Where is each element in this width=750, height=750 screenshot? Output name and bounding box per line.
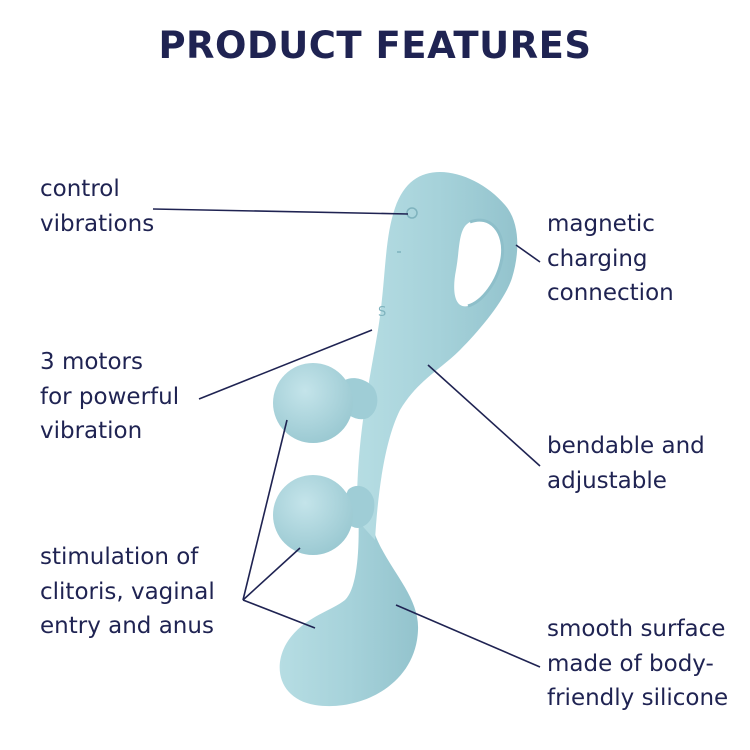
middle-stimulator-ball	[273, 475, 353, 555]
callout-line-bendable	[427, 364, 541, 467]
feature-line: made of body-	[547, 650, 714, 677]
product-shaft-lower	[279, 505, 419, 707]
feature-line: vibrations	[40, 210, 155, 237]
callout-line-motors	[198, 329, 373, 400]
feature-line: vibration	[40, 418, 143, 444]
feature-line: clitoris, vaginal	[40, 578, 215, 605]
feature-motors: 3 motors for powerful vibration	[40, 345, 179, 449]
feature-line: entry and anus	[40, 613, 214, 639]
feature-line: control	[40, 176, 120, 202]
feature-line: stimulation of	[40, 544, 199, 570]
feature-line: friendly silicone	[547, 685, 729, 711]
brand-logo: S	[378, 305, 386, 320]
callout-line-control	[152, 208, 409, 215]
feature-line: for powerful	[40, 383, 180, 410]
control-button	[406, 207, 418, 219]
feature-smooth-surface: smooth surface made of body- friendly si…	[547, 612, 728, 716]
feature-line: connection	[547, 280, 674, 306]
feature-line: bendable and	[547, 433, 705, 459]
feature-magnetic-charging: magnetic charging connection	[547, 207, 674, 311]
page-title: PRODUCT FEATURES	[158, 24, 592, 67]
feature-bendable: bendable and adjustable	[547, 429, 705, 498]
callout-line-stim-upper	[242, 419, 288, 601]
feature-line: 3 motors	[40, 349, 143, 375]
feature-line: smooth surface	[547, 616, 726, 642]
upper-stimulator-ball	[273, 363, 353, 443]
callout-line-stim-middle	[242, 547, 301, 601]
feature-line: magnetic	[547, 211, 655, 237]
callout-line-smooth	[395, 604, 541, 668]
callout-line-stim-lower	[242, 599, 316, 629]
feature-line: adjustable	[547, 467, 667, 494]
feature-stimulation: stimulation of clitoris, vaginal entry a…	[40, 540, 215, 644]
feature-line: charging	[547, 245, 648, 272]
callout-line-magnetic	[515, 244, 541, 263]
feature-control-vibrations: control vibrations	[40, 172, 154, 241]
